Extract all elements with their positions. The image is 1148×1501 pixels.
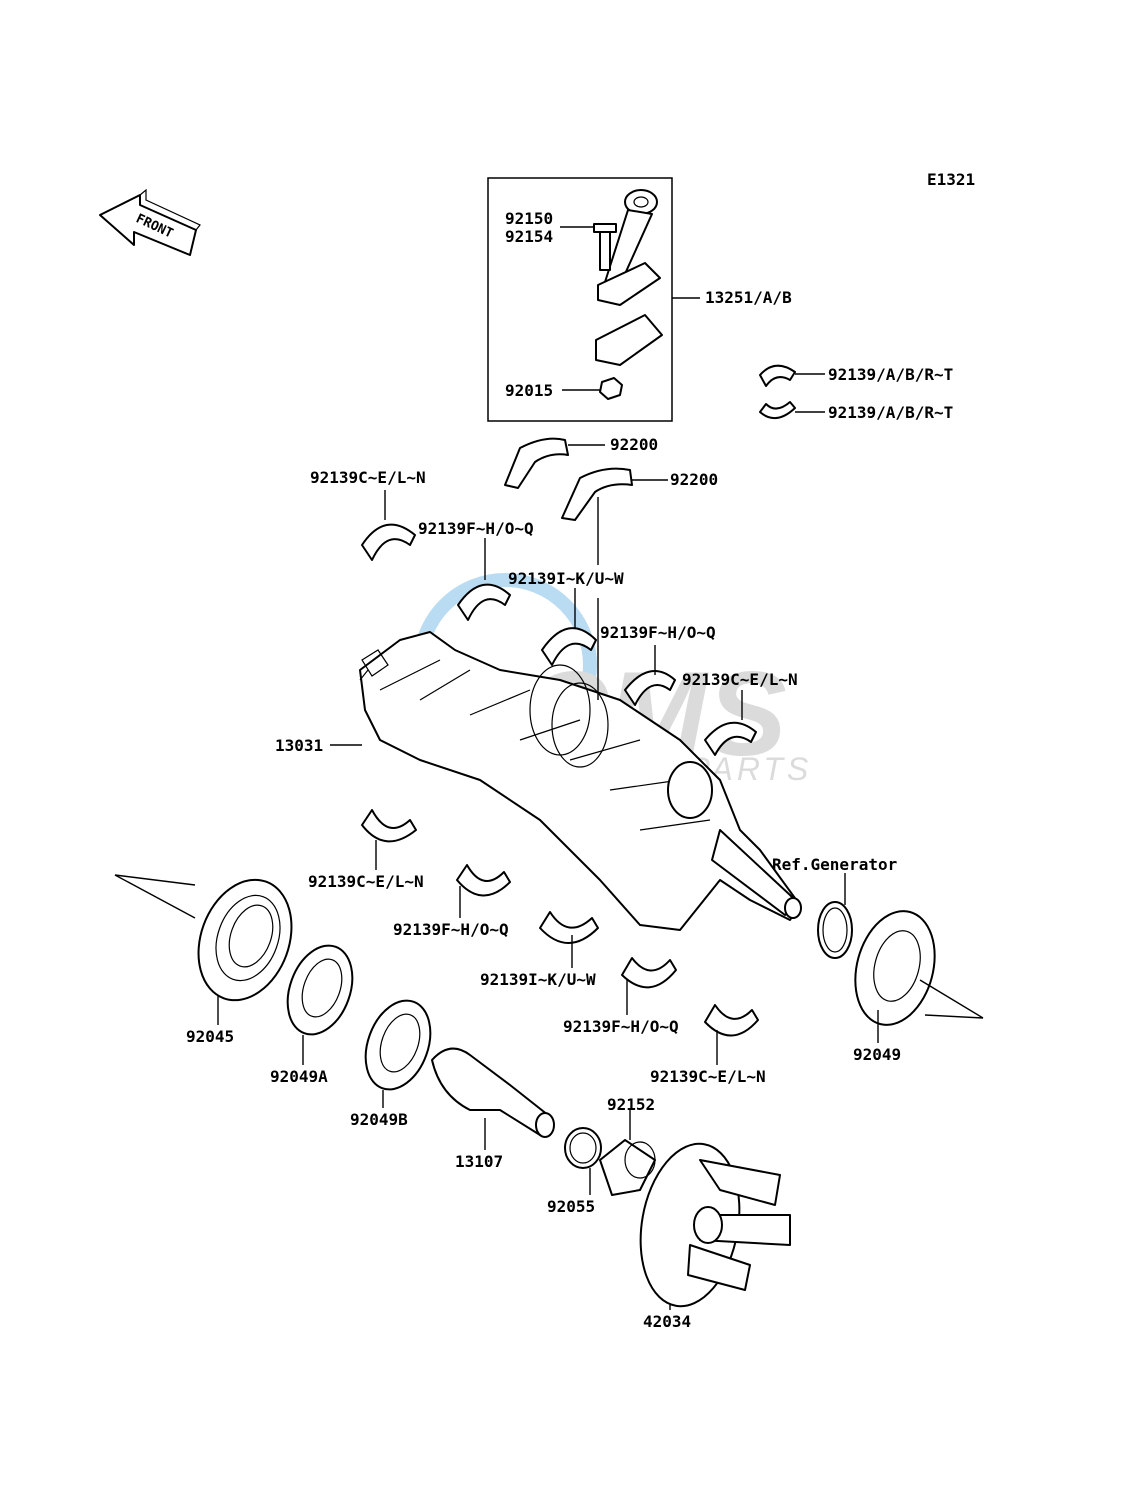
label-92049A: 92049A <box>270 1067 328 1086</box>
label-92139FHQ-2: 92139F~H/O~Q <box>600 623 716 642</box>
label-92150: 92150 <box>505 209 553 228</box>
label-92139CEN-2: 92139C~E/L~N <box>682 670 798 689</box>
ball-bearing <box>197 878 293 1002</box>
collar <box>599 1139 656 1196</box>
direction-lines-right <box>919 979 984 1019</box>
label-92139IKW-1: 92139I~K/U~W <box>508 569 624 588</box>
leader-lines <box>217 226 879 1310</box>
label-92139CEN-4: 92139C~E/L~N <box>650 1067 766 1086</box>
o-ring <box>564 1127 602 1169</box>
label-92055: 92055 <box>547 1197 595 1216</box>
label-92154: 92154 <box>505 227 553 246</box>
oil-seal-92049B <box>364 999 432 1091</box>
label-92139FHQ-1: 92139F~H/O~Q <box>418 519 534 538</box>
label-13251: 13251/A/B <box>705 288 792 307</box>
label-92139CEN-3: 92139C~E/L~N <box>308 872 424 891</box>
bearing-shell-upper-ikw <box>541 627 597 666</box>
label-42034: 42034 <box>643 1312 691 1331</box>
bearing-shell-lower-cen2 <box>704 1004 759 1037</box>
bearing-shell-top-2 <box>759 401 796 419</box>
label-13107: 13107 <box>455 1152 503 1171</box>
output-shaft <box>431 1047 555 1138</box>
label-92152: 92152 <box>607 1095 655 1114</box>
bearing-shell-lower-cen1 <box>361 809 417 843</box>
label-92139-top-1: 92139/A/B/R~T <box>828 365 953 384</box>
bearing-shell-lower-ikw <box>539 911 599 944</box>
thrust-washer-1 <box>504 437 569 489</box>
generator-seal-ring <box>817 901 853 959</box>
label-92015: 92015 <box>505 381 553 400</box>
bearing-shell-top-1 <box>759 364 796 387</box>
label-92049B: 92049B <box>350 1110 408 1129</box>
label-13031: 13031 <box>275 736 323 755</box>
diagram-code: E1321 <box>927 170 975 189</box>
label-92200-a: 92200 <box>610 435 658 454</box>
label-92049: 92049 <box>853 1045 901 1064</box>
label-92139CEN-1: 92139C~E/L~N <box>310 468 426 487</box>
front-arrow-icon: FRONT <box>99 188 201 256</box>
label-92045: 92045 <box>186 1027 234 1046</box>
conrod-bolt <box>593 223 617 271</box>
label-ref-generator: Ref.Generator <box>772 855 897 874</box>
bearing-shell-upper-fhq1 <box>457 583 511 621</box>
conrod-nut <box>599 377 623 400</box>
thrust-washer-2 <box>561 467 633 521</box>
label-92139FHQ-3: 92139F~H/O~Q <box>393 920 509 939</box>
crankshaft <box>359 631 802 931</box>
coupling <box>639 1142 791 1308</box>
bearing-shell-upper-fhq2 <box>624 670 676 706</box>
bearing-shell-lower-fhq2 <box>621 957 677 989</box>
label-92139-top-2: 92139/A/B/R~T <box>828 403 953 422</box>
direction-lines-left <box>114 874 196 919</box>
label-92139FHQ-4: 92139F~H/O~Q <box>563 1017 679 1036</box>
oil-seal-92049 <box>854 910 936 1026</box>
bearing-shell-upper-cen <box>361 523 416 561</box>
bearing-shell-lower-fhq1 <box>456 864 511 897</box>
oil-seal-92049A <box>286 944 354 1036</box>
connecting-rod <box>595 189 663 366</box>
label-92139IKW-2: 92139I~K/U~W <box>480 970 596 989</box>
label-92200-b: 92200 <box>670 470 718 489</box>
bearing-shell-upper-cen2 <box>704 721 757 756</box>
conrod-box <box>487 177 673 422</box>
